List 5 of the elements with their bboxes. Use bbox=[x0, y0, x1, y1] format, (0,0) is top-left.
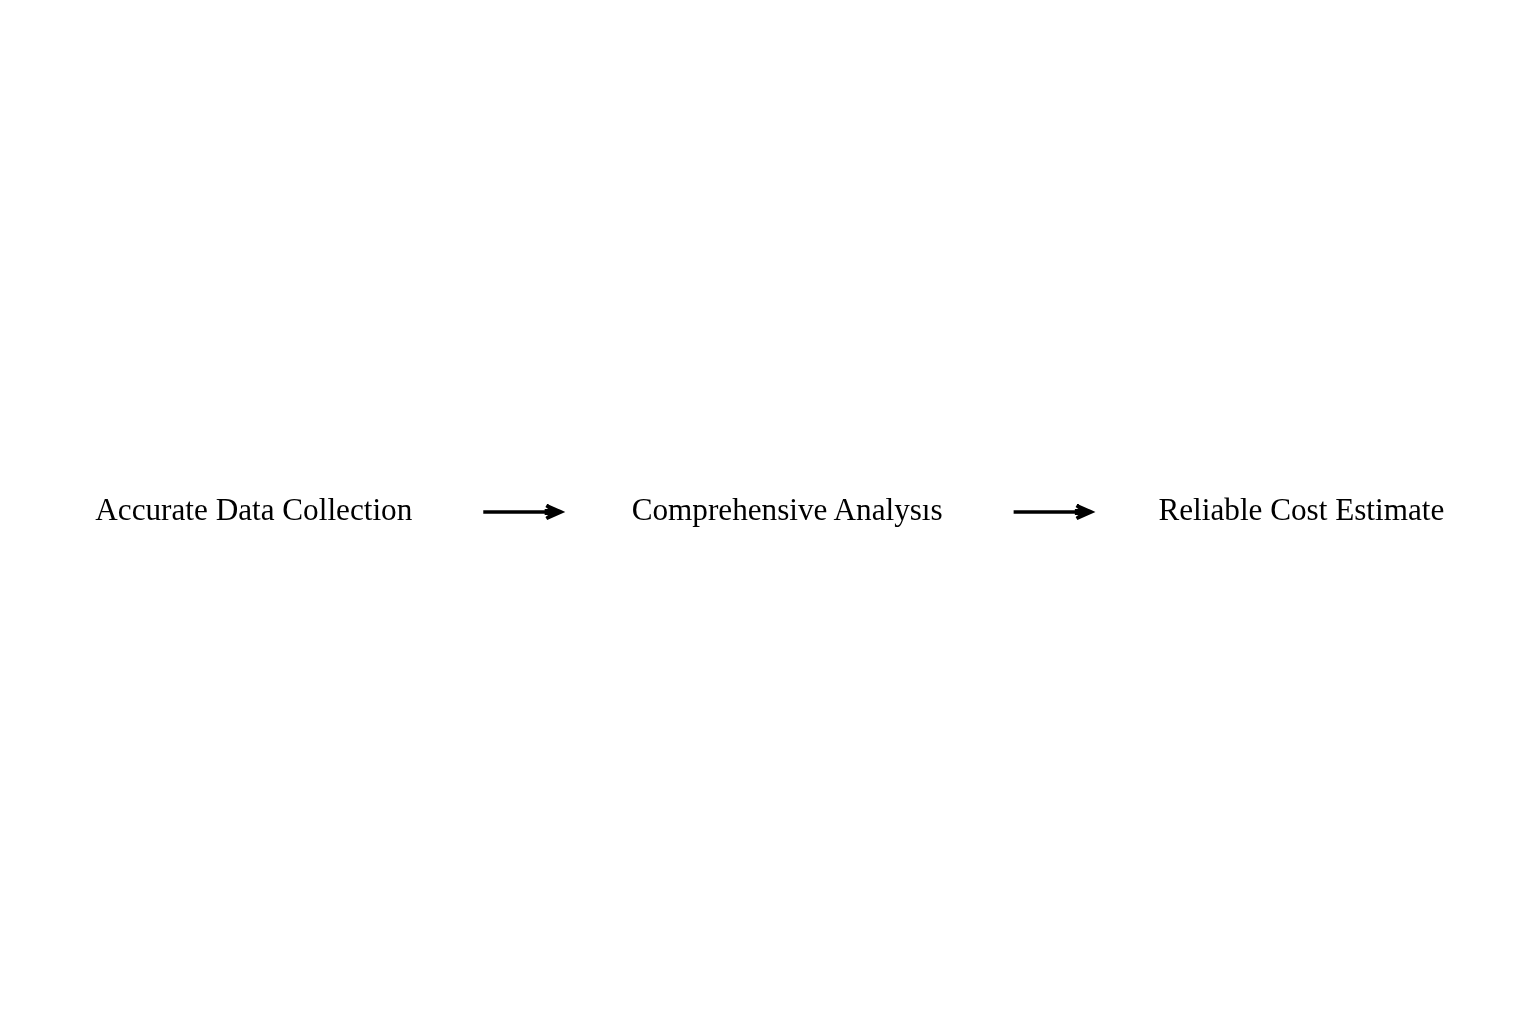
node-text: Accurate Data Collection bbox=[95, 491, 413, 527]
arrow bbox=[483, 503, 563, 521]
node-text: Comprehensive Analysıs bbox=[631, 491, 943, 527]
arrow bbox=[1013, 503, 1093, 521]
node-text: Reliable Cost Estimate bbox=[1158, 491, 1445, 527]
